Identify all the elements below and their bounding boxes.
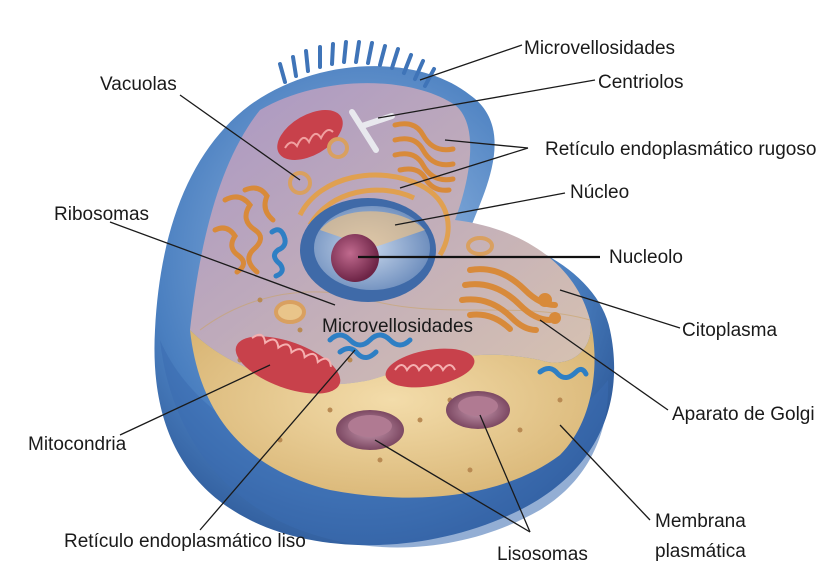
mitochondrion-top: [277, 110, 343, 160]
nucleolus: [331, 234, 379, 282]
label-citoplasma: Citoplasma: [682, 320, 777, 341]
leader-lines: [109, 44, 681, 533]
label-lisosomas: Lisosomas: [497, 544, 588, 565]
label-membrana-line1: Membrana: [655, 511, 746, 532]
label-nucleolo: Nucleolo: [609, 247, 683, 268]
label-vacuolas: Vacuolas: [100, 74, 177, 95]
label-membrana-line2: plasmática: [655, 541, 746, 562]
vacuoles: [274, 137, 494, 324]
mitochondrion-right: [385, 348, 475, 388]
label-microvellosidades-mid: Microvellosidades: [322, 316, 473, 337]
smooth-er: [269, 227, 589, 380]
label-reticulo-liso: Retículo endoplasmático liso: [64, 531, 306, 552]
lysosomes: [336, 391, 510, 450]
label-ribosomas: Ribosomas: [54, 204, 149, 225]
centrioles: [349, 109, 395, 153]
label-aparato-golgi: Aparato de Golgi: [672, 404, 815, 425]
microvilli: [278, 40, 436, 88]
label-centriolos: Centriolos: [598, 72, 684, 93]
label-nucleo: Núcleo: [570, 182, 629, 203]
label-mitocondria: Mitocondria: [28, 434, 127, 455]
label-microvellosidades-top: Microvellosidades: [524, 38, 675, 59]
rough-er-left: [212, 185, 276, 275]
mitochondrion-main: [235, 333, 341, 394]
label-reticulo-rugoso: Retículo endoplasmático rugoso: [545, 139, 816, 160]
golgi-apparatus: [459, 266, 561, 333]
rough-er-top: [392, 121, 456, 193]
